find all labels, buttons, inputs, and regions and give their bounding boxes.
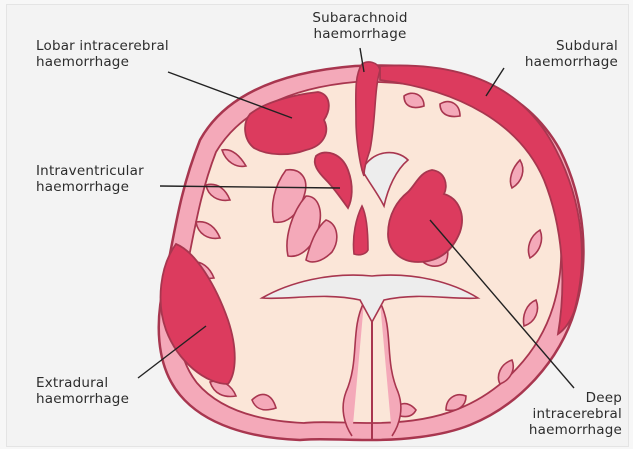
label-deep-intracerebral-haemorrhage: Deep intracerebral haemorrhage: [498, 390, 622, 438]
label-extradural-haemorrhage: Extradural haemorrhage: [36, 375, 176, 407]
label-lobar-intracerebral-haemorrhage: Lobar intracerebral haemorrhage: [36, 38, 206, 70]
label-intraventricular-haemorrhage: Intraventricular haemorrhage: [36, 163, 186, 195]
label-subdural-haemorrhage: Subdural haemorrhage: [496, 38, 618, 70]
label-subarachnoid-haemorrhage: Subarachnoid haemorrhage: [300, 10, 420, 42]
